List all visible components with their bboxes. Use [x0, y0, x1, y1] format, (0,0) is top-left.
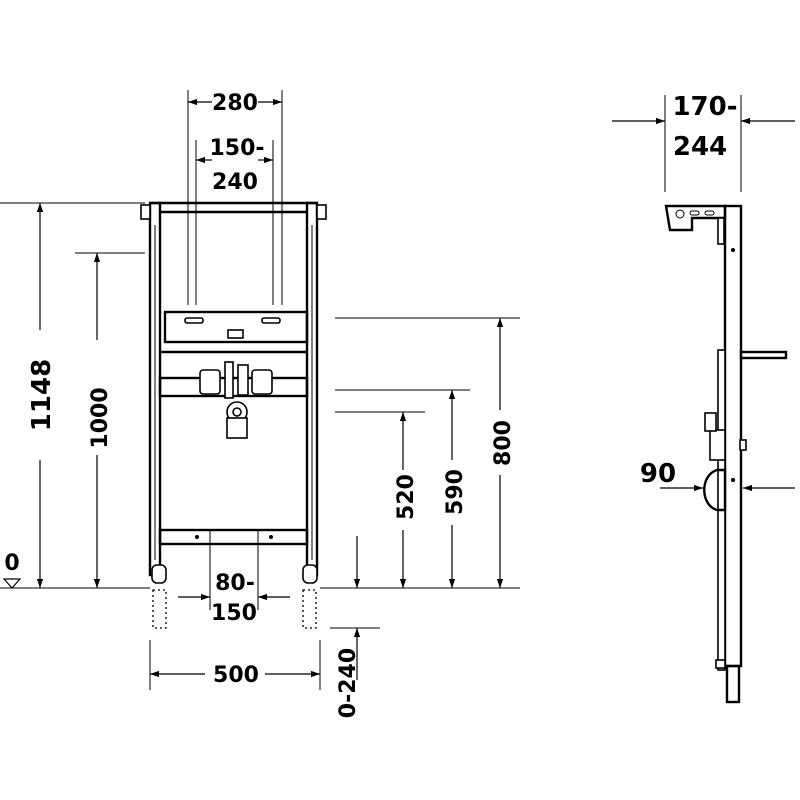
dim-supply-height: 590: [443, 469, 468, 515]
dim-frame-height: 1000: [88, 387, 113, 448]
dim-valve-spacing-2: 240: [212, 170, 258, 195]
dim-drain-height: 520: [394, 474, 419, 520]
dim-zero: 0: [4, 551, 19, 576]
side-frame: [664, 204, 788, 704]
dim-depth-2: 244: [673, 132, 727, 162]
dim-foot-spacing-1: 80-: [215, 571, 255, 596]
dim-valve-spacing-1: 150-: [209, 136, 264, 161]
dim-overall-width: 500: [213, 663, 259, 688]
dim-foot-spacing-2: 150: [211, 601, 257, 626]
side-view: 170- 244 90: [612, 92, 795, 704]
front-view: 280 150- 240 1148 1000 0 520 5: [0, 90, 520, 718]
dim-waste-offset: 90: [640, 459, 676, 489]
dim-depth-1: 170-: [672, 92, 737, 122]
dim-bracket-height: 800: [491, 420, 516, 466]
dim-foot-extension: 0-240: [336, 648, 361, 718]
installation-frame: [140, 201, 327, 629]
dim-top-width: 280: [212, 91, 258, 116]
dim-overall-height: 1148: [27, 359, 57, 431]
